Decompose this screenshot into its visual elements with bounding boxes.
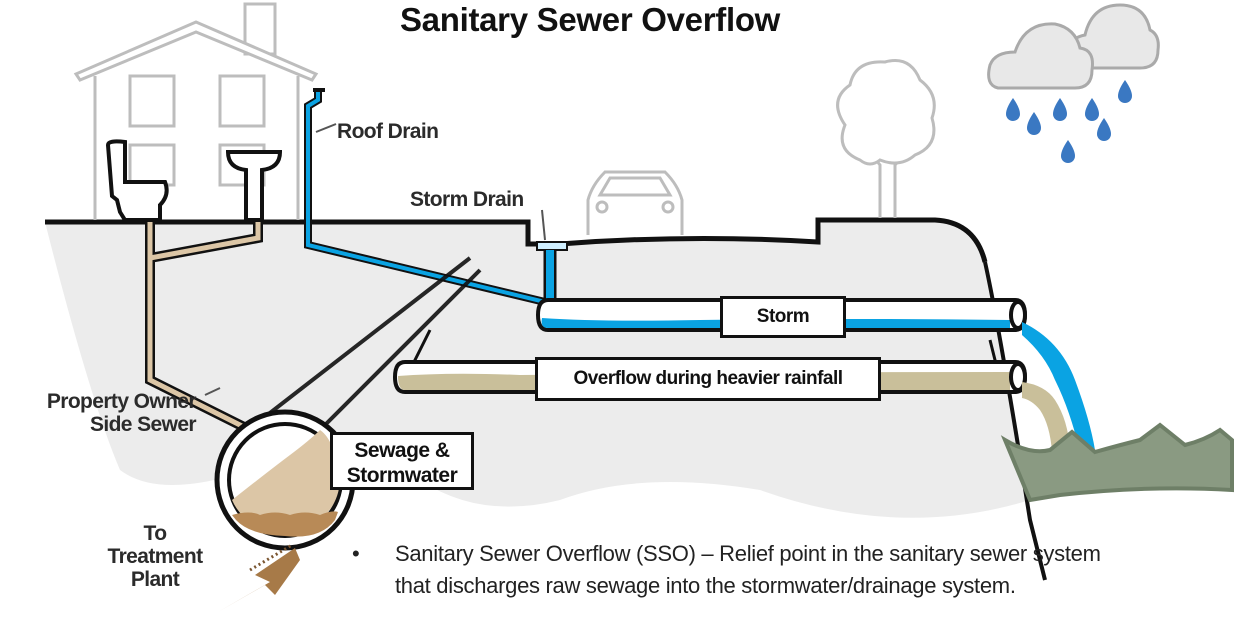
rain-drops-icon xyxy=(1006,80,1132,163)
roof-drain-label: Roof Drain xyxy=(337,120,439,143)
receiving-water xyxy=(1000,422,1234,503)
property-owner-line2: Side Sewer xyxy=(89,413,197,436)
storm-drain-label: Storm Drain xyxy=(410,188,524,211)
caption-bullet: • xyxy=(352,541,360,566)
treatment-arrow-icon xyxy=(218,548,300,612)
caption-line1: Sanitary Sewer Overflow (SSO) – Relief p… xyxy=(395,541,1101,566)
to-treatment-line1: To xyxy=(143,522,168,545)
cloud-icon xyxy=(987,3,1160,90)
car-icon xyxy=(586,170,684,235)
to-treatment-line2: Treatment xyxy=(107,545,204,568)
sewage-line2: Stormwater xyxy=(346,464,458,487)
ground-surface-line xyxy=(45,217,988,263)
to-treatment-plant-label: To Treatment Plant xyxy=(100,522,210,591)
caption-text: Sanitary Sewer Overflow (SSO) – Relief p… xyxy=(395,538,1235,602)
sewage-line1: Sewage & xyxy=(354,439,450,462)
tree-icon xyxy=(836,59,936,218)
sewer-main-pipe xyxy=(214,409,356,551)
property-owner-line1: Property Owner xyxy=(46,390,197,413)
sewage-stormwater-label: Sewage & Stormwater xyxy=(330,432,474,490)
storm-pipe-label: Storm xyxy=(720,296,846,338)
page-title: Sanitary Sewer Overflow xyxy=(399,1,781,38)
sink-icon xyxy=(225,150,283,222)
storm-outflow xyxy=(1022,322,1095,452)
caption-line2: that discharges raw sewage into the stor… xyxy=(395,573,1016,598)
toilet-icon xyxy=(105,139,169,222)
to-treatment-line3: Plant xyxy=(130,568,180,591)
sewage-outflow xyxy=(1022,382,1070,452)
overflow-pipe-label: Overflow during heavier rainfall xyxy=(535,357,881,401)
storm-drain-inlet xyxy=(536,241,568,251)
property-owner-label: Property Owner Side Sewer xyxy=(26,390,197,436)
